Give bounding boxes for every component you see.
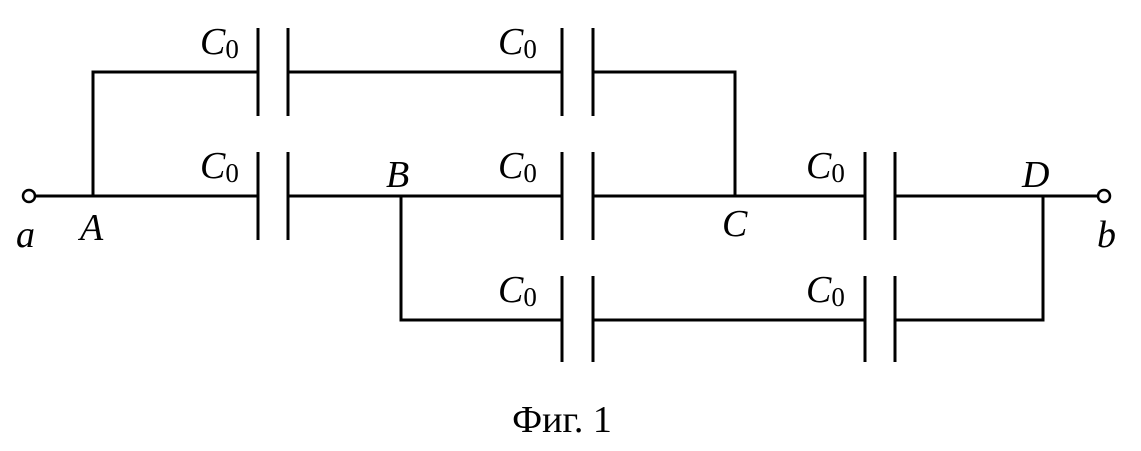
capacitor-label-top-1: C0 <box>200 21 239 64</box>
terminal-b-circle <box>1096 188 1112 204</box>
terminal-label-a: a <box>16 214 35 256</box>
figure-caption: Фиг. 1 <box>512 399 612 441</box>
capacitor-label-top-2: C0 <box>498 21 537 64</box>
node-label-a: A <box>77 207 104 249</box>
capacitor-mid-ab <box>256 152 290 240</box>
terminal-a-circle <box>21 188 37 204</box>
capacitor-mid-cd <box>863 152 897 240</box>
capacitor-label-bottom-2: C0 <box>806 269 845 312</box>
capacitor-label-mid-ab: C0 <box>200 145 239 188</box>
capacitor-top-2 <box>560 28 595 116</box>
terminal-label-b: b <box>1097 214 1116 256</box>
capacitor-label-mid-bc: C0 <box>498 145 537 188</box>
capacitor-label-mid-cd: C0 <box>806 145 845 188</box>
capacitor-mid-bc <box>560 152 595 240</box>
node-label-c: C <box>722 203 748 245</box>
node-label-d: D <box>1021 154 1049 196</box>
wires <box>33 70 1100 322</box>
capacitor-top-1 <box>256 28 290 116</box>
node-label-b: B <box>386 154 409 196</box>
capacitor-bottom-1 <box>560 276 595 362</box>
capacitor-label-bottom-1: C0 <box>498 269 537 312</box>
capacitor-bottom-2 <box>863 276 897 362</box>
